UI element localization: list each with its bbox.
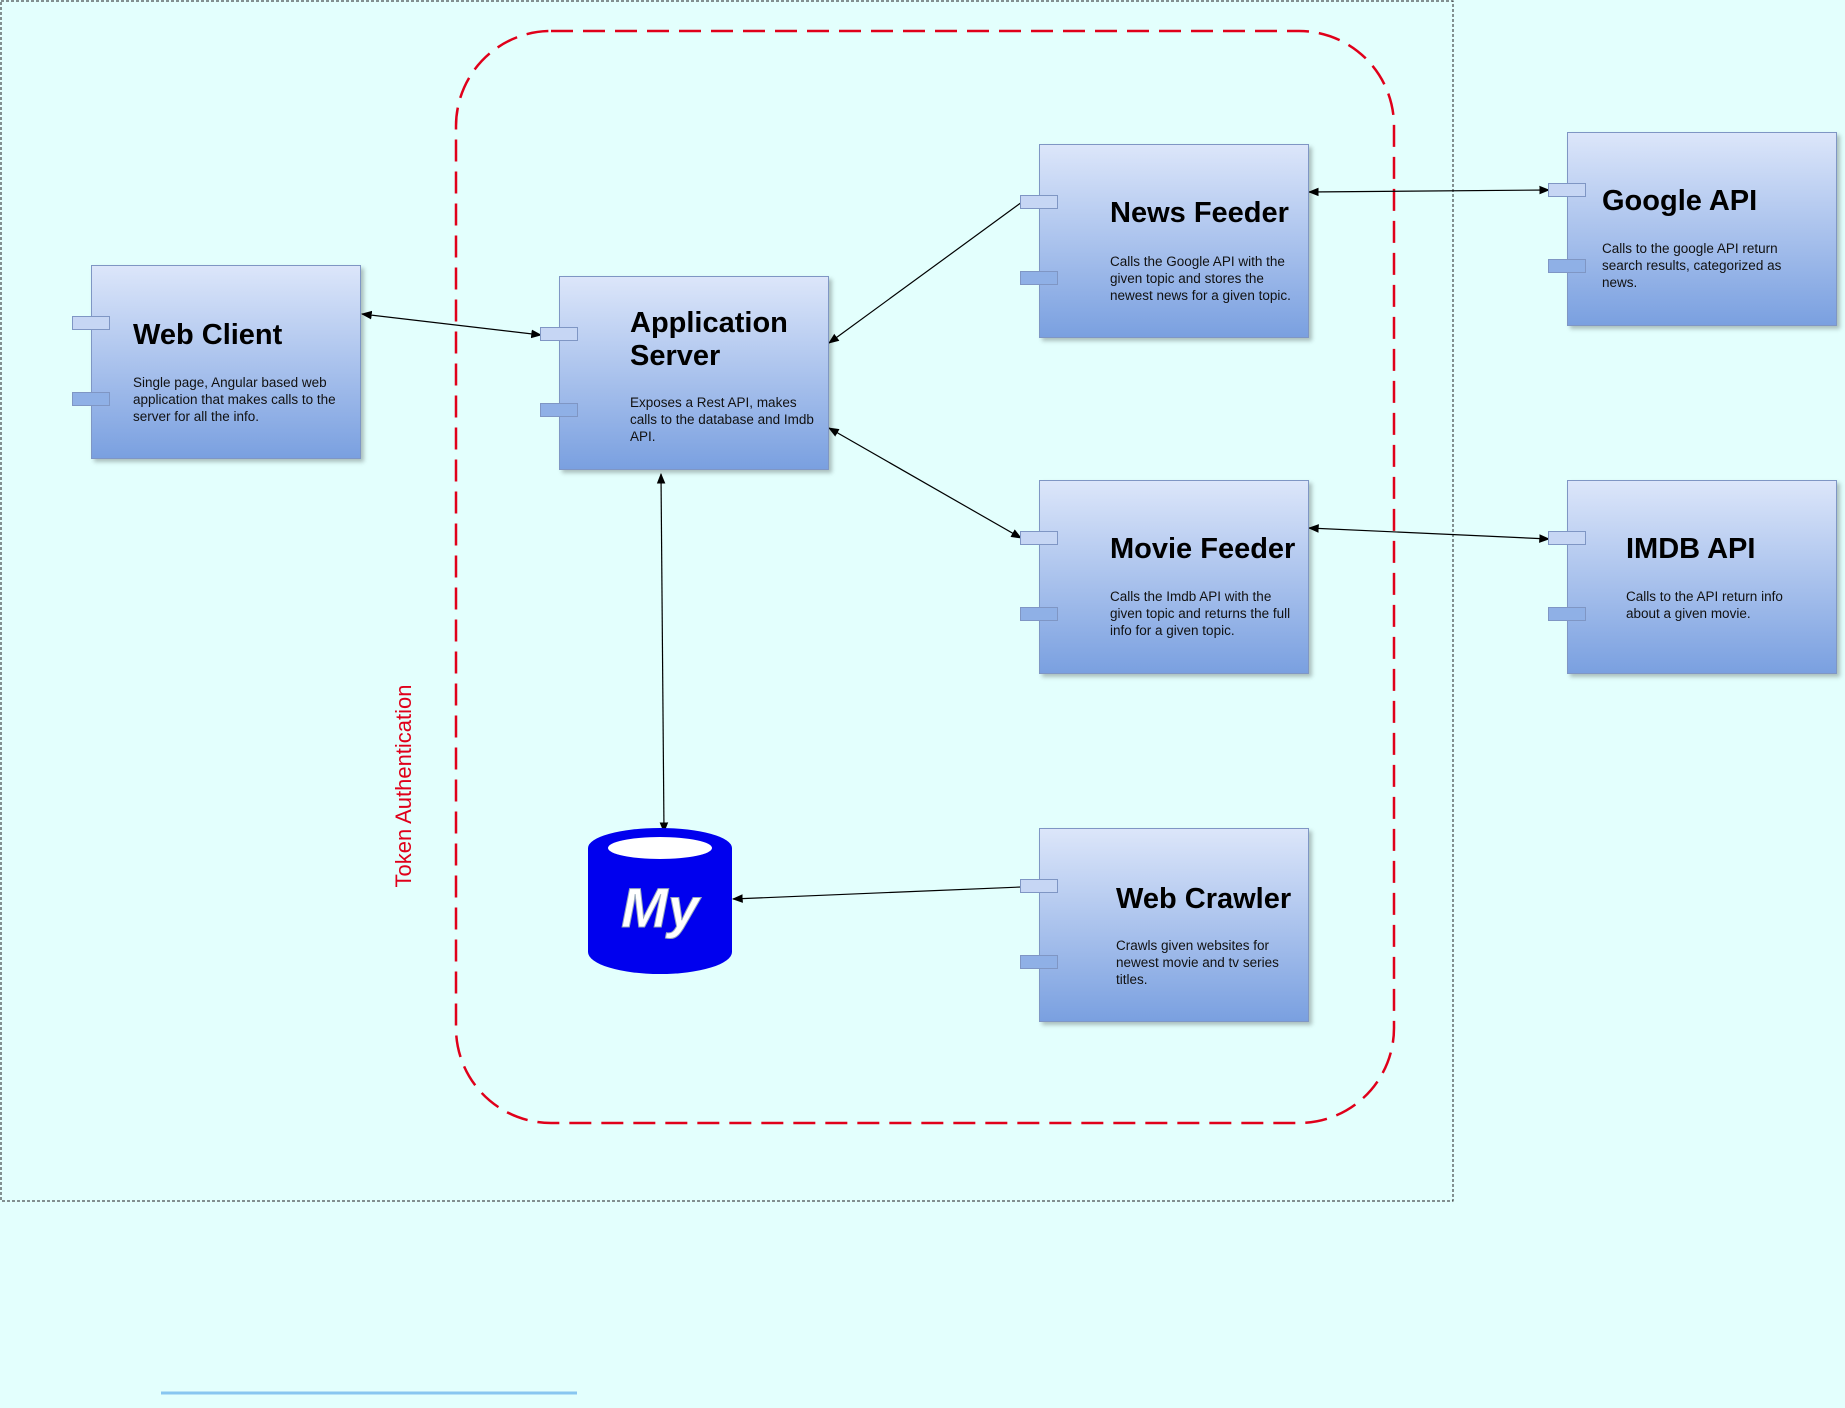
web-crawler-component[interactable]: Web Crawler Crawls given websites for ne… [1020,828,1309,1022]
application-server-description: Exposes a Rest API, makes calls to the d… [630,395,814,444]
database-icon: My [588,828,732,974]
web-crawler-description: Crawls given websites for newest movie a… [1116,938,1279,987]
google-api-component[interactable]: Google API Calls to the google API retur… [1548,132,1837,326]
database-logo-text: My [621,876,702,939]
news-feeder-title: News Feeder [1110,197,1289,229]
web-client-title: Web Client [133,319,283,351]
movie-feeder-title: Movie Feeder [1110,533,1296,565]
token-auth-boundary [454,29,1396,1125]
connector-newsfeeder-appserver [828,201,1023,344]
component-port-bottom [1548,259,1586,273]
component-port-bottom [540,403,578,417]
application-server-title-line1: Application [630,307,788,339]
movie-feeder-description: Calls the Imdb API with the given topic … [1110,589,1291,638]
application-server-component[interactable]: Application Server Exposes a Rest API, m… [540,276,829,470]
component-port-top [72,316,110,330]
imdb-api-title: IMDB API [1626,533,1756,565]
component-port-top [1020,879,1058,893]
web-client-component[interactable]: Web Client Single page, Angular based we… [72,265,361,459]
news-feeder-component[interactable]: News Feeder Calls the Google API with th… [1020,144,1309,338]
connector-moviefeeder-imdbapi [1307,524,1551,543]
connector-newsfeeder-googleapi [1307,185,1551,197]
component-port-bottom [1020,955,1058,969]
component-port-top [1020,531,1058,545]
google-api-title: Google API [1602,185,1758,217]
connector-appserver-database [656,472,669,834]
imdb-api-component[interactable]: IMDB API Calls to the API return info ab… [1548,480,1837,674]
outer-dotted-frame [0,0,1454,1202]
google-api-description: Calls to the google API return search re… [1602,241,1782,290]
component-port-top [1020,195,1058,209]
token-auth-label: Token Authentication [391,684,416,888]
web-client-description: Single page, Angular based web applicati… [133,375,336,424]
connector-appserver-moviefeeder [828,427,1022,539]
component-port-top [1548,531,1586,545]
component-port-bottom [72,392,110,406]
component-port-bottom [1548,607,1586,621]
component-port-top [1548,183,1586,197]
movie-feeder-component[interactable]: Movie Feeder Calls the Imdb API with the… [1020,480,1309,674]
news-feeder-description: Calls the Google API with the given topi… [1110,254,1291,303]
component-port-bottom [1020,607,1058,621]
connector-webcrawler-database [731,886,1022,903]
component-port-top [540,327,578,341]
application-server-title-line2: Server [630,340,721,372]
component-port-bottom [1020,271,1058,285]
imdb-api-description: Calls to the API return info about a giv… [1626,589,1783,621]
web-crawler-title: Web Crawler [1116,883,1292,915]
connector-webclient-appserver [360,310,543,339]
